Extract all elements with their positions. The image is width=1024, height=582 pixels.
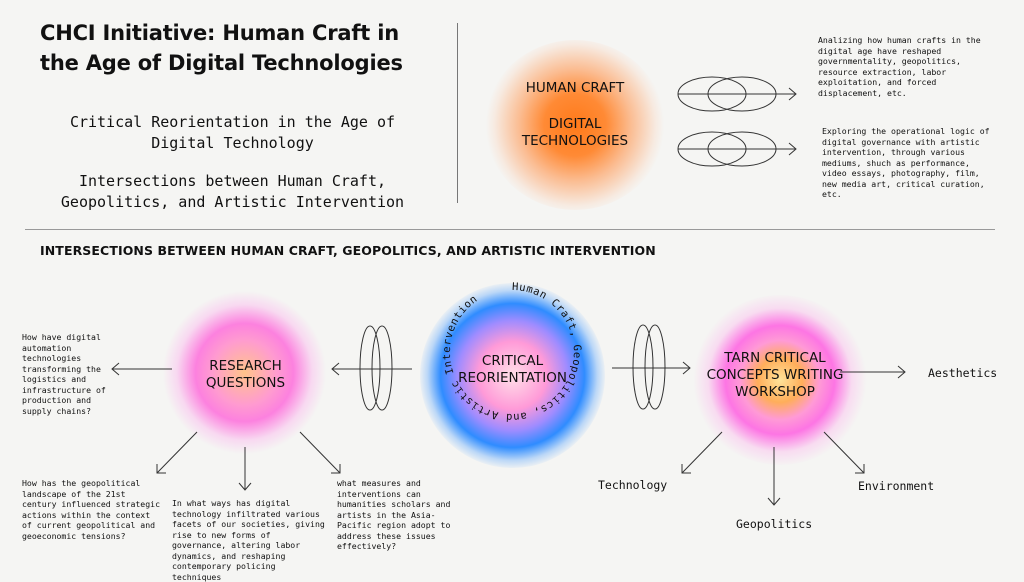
output-technology: Technology bbox=[598, 478, 668, 492]
workshop-glow bbox=[690, 295, 870, 465]
link-ellipse-right-2 bbox=[644, 324, 666, 410]
output-geopolitics: Geopolitics bbox=[736, 517, 813, 531]
arrow-head-aesthetics bbox=[897, 365, 906, 379]
question-automation: How have digital automation technologies… bbox=[22, 332, 106, 416]
arrow-head-environment bbox=[855, 464, 865, 474]
section-heading: INTERSECTIONS BETWEEN HUMAN CRAFT, GEOPO… bbox=[40, 243, 656, 258]
question-measures: what measures and interventions can huma… bbox=[337, 478, 451, 551]
arrow-to-environment bbox=[823, 431, 865, 474]
arrow-head-workshop bbox=[682, 361, 691, 375]
output-aesthetics: Aesthetics bbox=[928, 366, 998, 380]
critical-reorientation-label: CRITICAL REORIENTATION bbox=[458, 353, 567, 386]
ring-text: Human Craft, Geopolitics, and Artistic I… bbox=[441, 281, 583, 423]
link-ellipse-left-2 bbox=[371, 325, 393, 411]
link-ellipse-right-1 bbox=[632, 324, 654, 410]
arrow-to-q2 bbox=[156, 431, 198, 474]
arrow-to-technology bbox=[681, 431, 723, 474]
workshop-label: TARN CRITICAL CONCEPTS WRITING WORKSHOP bbox=[706, 350, 844, 400]
arrow-head-geopolitics bbox=[767, 497, 781, 506]
arrow-head-q1 bbox=[111, 362, 120, 376]
arrow-head-1 bbox=[788, 87, 797, 101]
arrow-head-q4 bbox=[331, 464, 341, 474]
critical-reorientation-glow bbox=[420, 283, 605, 468]
question-geopolitical: How has the geopolitical landscape of th… bbox=[22, 478, 161, 541]
arrow-head-q2 bbox=[156, 464, 166, 474]
human-craft-label: HUMAN CRAFT bbox=[525, 80, 625, 96]
venn-arrows-graphic bbox=[677, 76, 797, 167]
arrow-head-2 bbox=[788, 142, 797, 156]
arrow-head-technology bbox=[681, 464, 691, 474]
arrow-to-q4 bbox=[299, 431, 341, 474]
link-ellipse-left-1 bbox=[359, 325, 381, 411]
research-questions-label: RESEARCH QUESTIONS bbox=[205, 358, 286, 391]
page-title: CHCI Initiative: Human Craft in the Age … bbox=[40, 21, 403, 75]
research-glow bbox=[162, 290, 327, 455]
horizontal-divider bbox=[25, 229, 995, 230]
arrow-head-research bbox=[331, 362, 340, 376]
note-analyzing: Analizing how human crafts in the digita… bbox=[818, 35, 981, 98]
digital-technologies-label: DIGITAL TECHNOLOGIES bbox=[521, 116, 629, 149]
subtitle-intersections: Intersections between Human Craft, Geopo… bbox=[60, 172, 405, 211]
question-digital-technology: In what ways has digital technology infi… bbox=[172, 498, 325, 582]
vertical-divider bbox=[457, 23, 458, 203]
note-exploring: Exploring the operational logic of digit… bbox=[822, 126, 990, 199]
arrow-head-q3 bbox=[238, 482, 252, 491]
subtitle-critical-reorientation: Critical Reorientation in the Age of Dig… bbox=[69, 113, 396, 152]
orange-glow bbox=[485, 40, 665, 210]
output-environment: Environment bbox=[858, 479, 935, 493]
